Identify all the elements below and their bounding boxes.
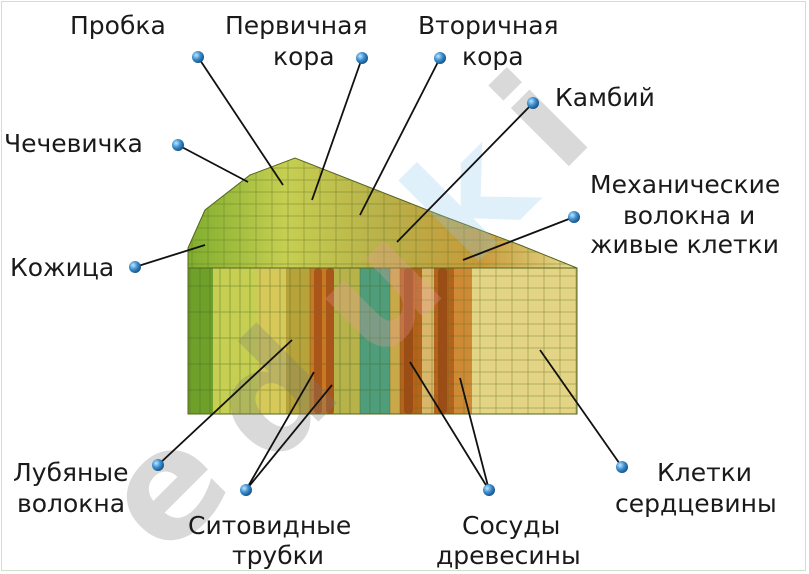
label-kletki-1: Клетки xyxy=(657,458,752,487)
leader-lines xyxy=(134,56,623,491)
label-sosudy-2: древесины xyxy=(436,541,581,570)
label-pervichnaya-kora-2: кора xyxy=(273,42,335,71)
label-markers xyxy=(129,51,628,496)
label-lubyanye-1: Лубяные xyxy=(13,458,129,487)
label-kozhitsa: Кожица xyxy=(10,253,114,282)
label-chechevichka: Чечевичка xyxy=(4,129,143,158)
label-pervichnaya-kora-1: Первичная xyxy=(225,11,368,40)
label-kletki-2: сердцевины xyxy=(615,489,777,518)
label-vtorichnaya-kora-2: кора xyxy=(462,42,524,71)
label-mekhanicheskie-2: волокна и xyxy=(623,201,755,230)
label-probka: Пробка xyxy=(70,11,166,40)
labels: Пробка Первичная кора Вторичная кора Кам… xyxy=(4,11,780,570)
label-vtorichnaya-kora-1: Вторичная xyxy=(418,11,559,40)
label-mekhanicheskie-3: живые клетки xyxy=(590,230,779,259)
label-sitovidnye-1: Ситовидные xyxy=(188,511,351,540)
label-lubyanye-2: волокна xyxy=(17,489,125,518)
label-kambiy: Камбий xyxy=(555,83,655,112)
label-sosudy-1: Сосуды xyxy=(462,511,560,540)
label-sitovidnye-2: трубки xyxy=(232,541,324,570)
label-mekhanicheskie-1: Механические xyxy=(590,170,780,199)
